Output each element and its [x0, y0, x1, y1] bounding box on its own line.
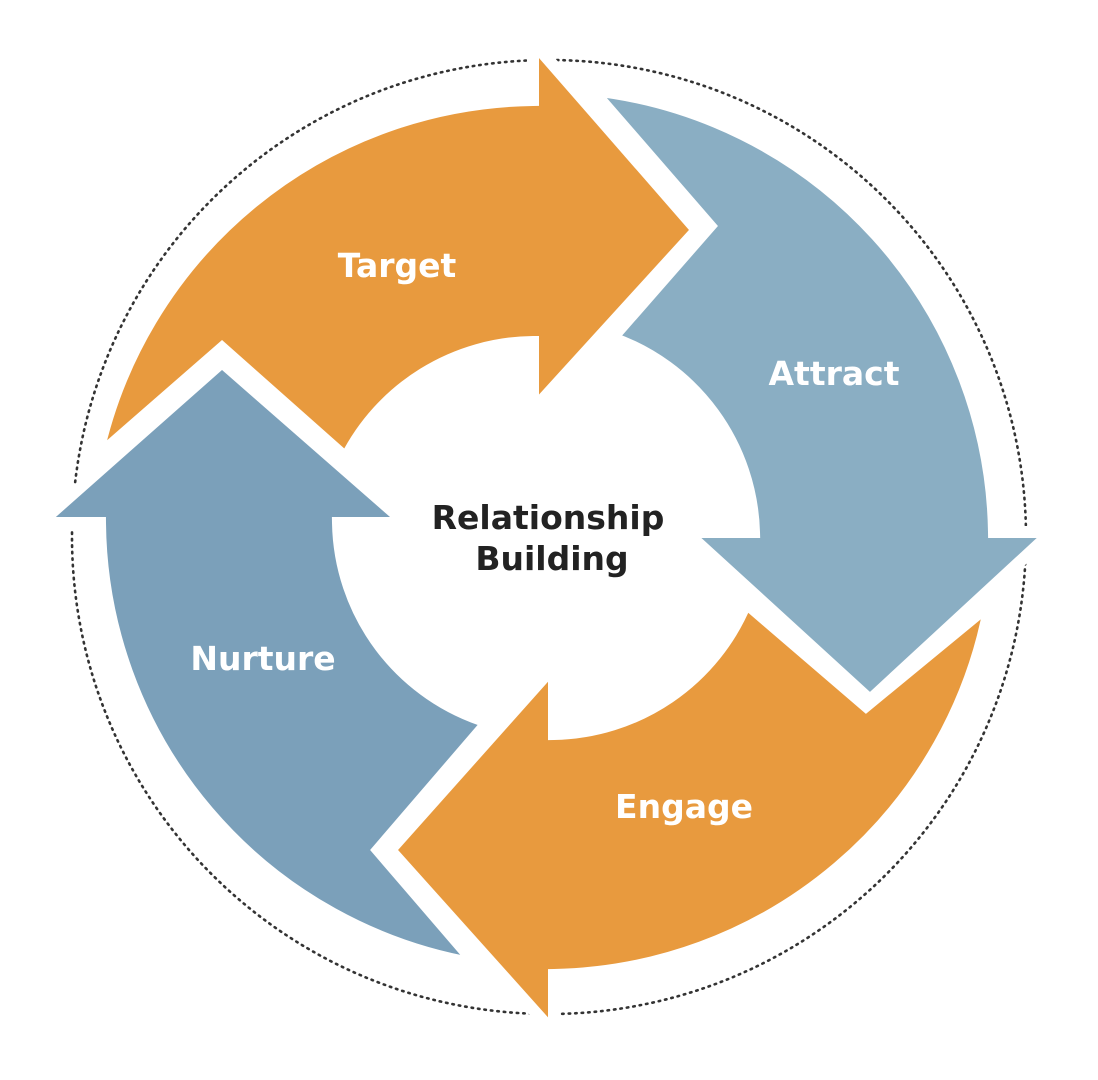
target-arrow — [87, 25, 706, 474]
engage-arrow — [381, 588, 999, 1049]
engage-label: Engage — [615, 787, 753, 826]
center-label-line2: Building — [475, 539, 628, 578]
center-label-line1: Relationship — [432, 498, 665, 537]
nurture-label: Nurture — [190, 639, 335, 678]
nurture-arrow — [24, 354, 499, 973]
attract-label: Attract — [769, 354, 900, 393]
attract-arrow — [577, 82, 1068, 709]
target-label: Target — [338, 246, 457, 285]
